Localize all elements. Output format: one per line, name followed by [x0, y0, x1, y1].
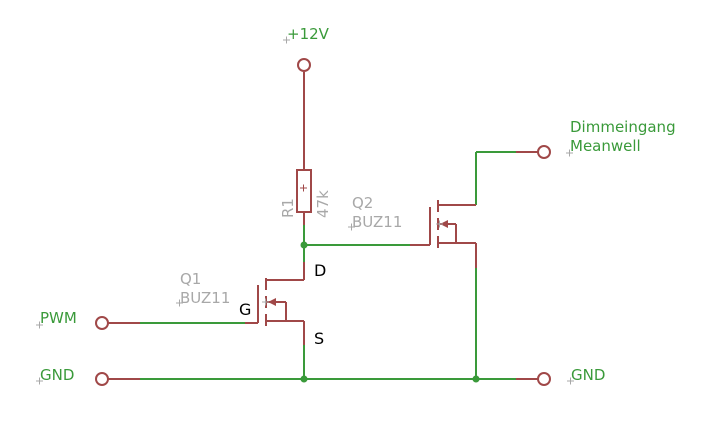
q2-name-label: Q2 — [352, 194, 373, 212]
gnd-left-terminal-circle — [95, 372, 109, 386]
net-label-dim-line1: Dimmeingang — [570, 118, 676, 136]
origin-mark-q2 — [348, 223, 355, 231]
r1-plus-mark — [300, 184, 307, 192]
junction-dot-gnd-q2 — [472, 375, 480, 383]
origin-mark-gnd-left — [36, 377, 43, 385]
net-label-dim-line2: Meanwell — [570, 137, 641, 155]
junction-dot-gnd-q1 — [300, 375, 308, 383]
pin-label-source: S — [314, 329, 324, 348]
net-label-gnd-left: GND — [40, 366, 74, 384]
origin-mark-pwm — [36, 321, 43, 329]
net-label-pwm: PWM — [40, 309, 77, 327]
junctions — [300, 241, 480, 383]
supply-terminal-circle — [297, 58, 311, 72]
r1-name-label: R1 — [279, 198, 297, 218]
pwm-terminal-circle — [95, 316, 109, 330]
origin-mark-q1-body — [262, 298, 269, 306]
q1-value-label: BUZ11 — [180, 289, 230, 307]
junction-dot-drain-node — [300, 241, 308, 249]
q1-body-arrow — [268, 298, 276, 306]
symbols — [95, 58, 551, 386]
net-label-vcc: +12V — [287, 25, 330, 43]
origin-mark-dim — [566, 149, 573, 157]
q2-value-label: BUZ11 — [352, 213, 402, 231]
pin-label-gate: G — [239, 300, 251, 319]
q1-name-label: Q1 — [180, 270, 201, 288]
dim-terminal-circle — [537, 145, 551, 159]
origin-mark-q2-body — [436, 220, 443, 228]
origin-mark-gnd-right — [567, 377, 574, 385]
origin-mark-vcc — [283, 36, 290, 44]
net-label-gnd-right: GND — [571, 366, 605, 384]
pin-label-drain: D — [314, 261, 326, 280]
origin-mark-q1 — [176, 299, 183, 307]
q2-mosfet-symbol — [410, 200, 477, 268]
gnd-right-terminal-circle — [537, 372, 551, 386]
q2-body-arrow — [440, 220, 448, 228]
r1-value-label: 47k — [314, 190, 332, 218]
wires — [140, 151, 516, 380]
